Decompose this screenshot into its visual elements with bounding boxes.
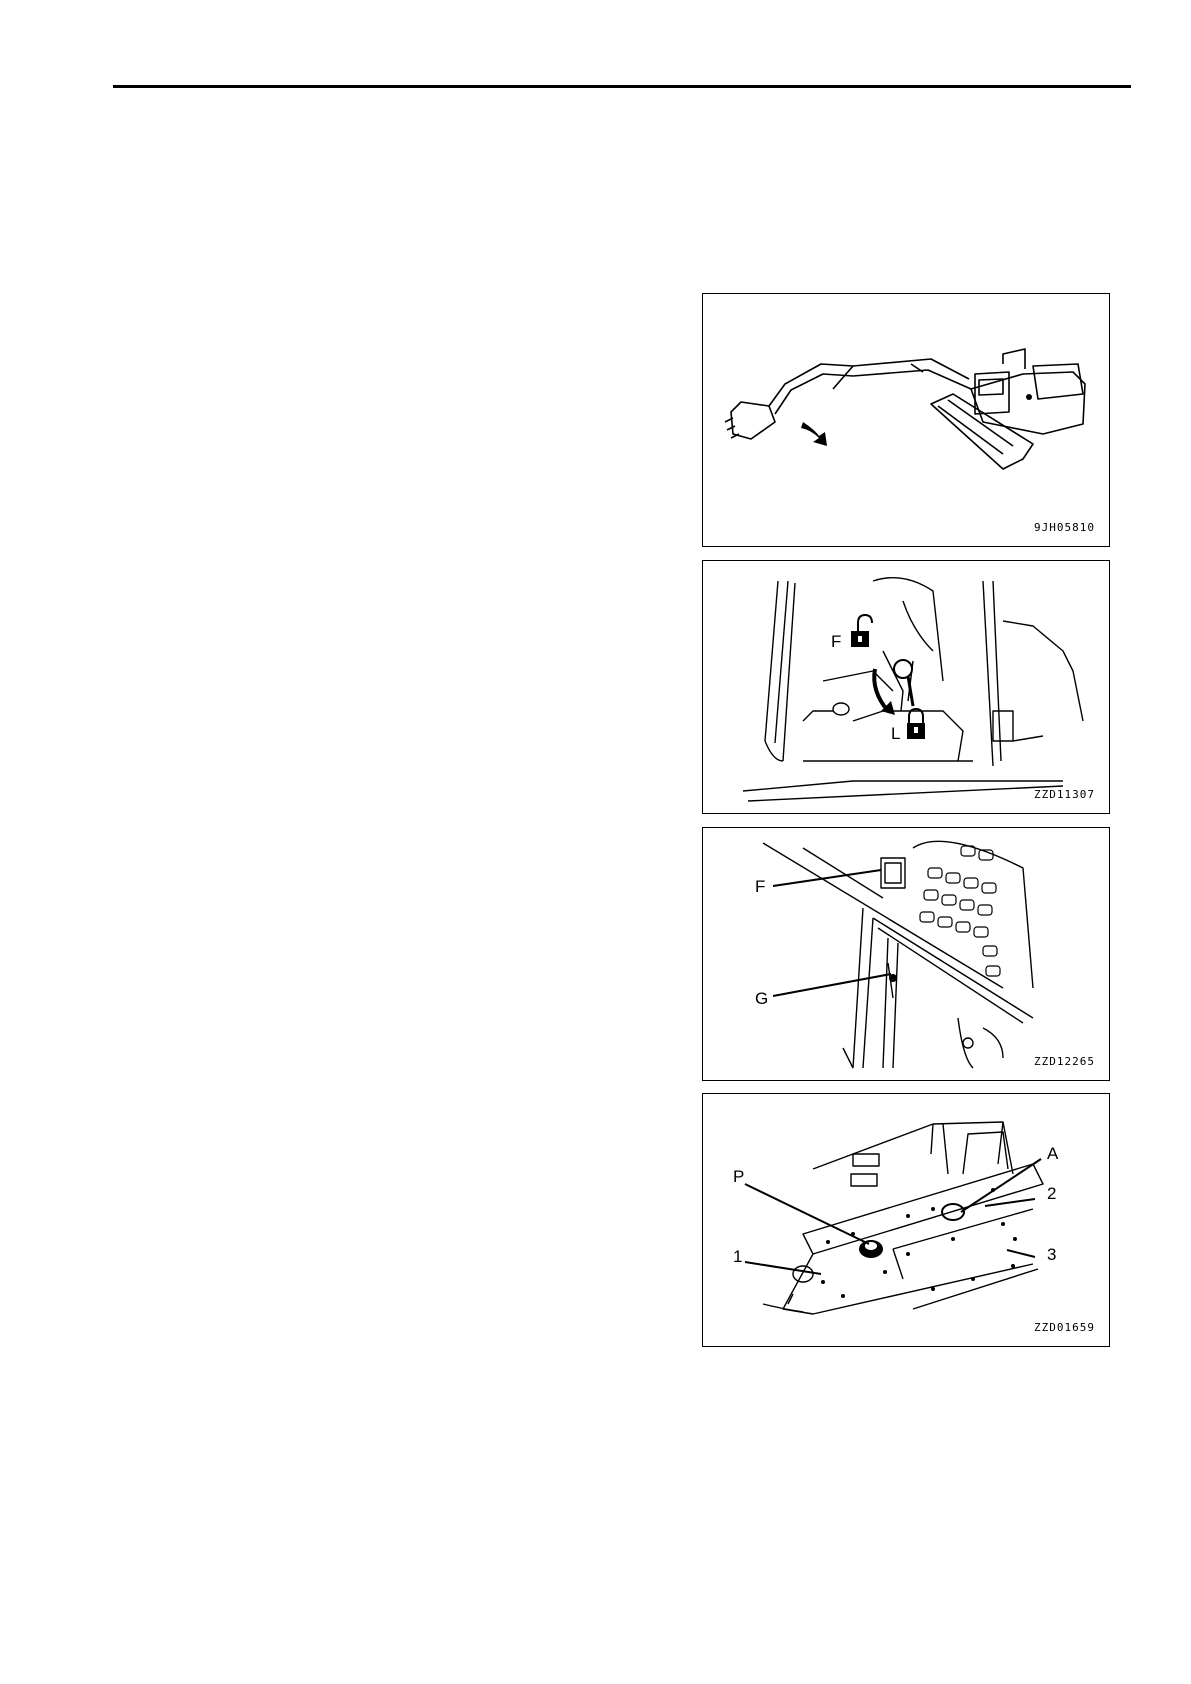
label-free: F xyxy=(831,632,841,651)
excavator-illustration xyxy=(703,294,1108,545)
cab-rear-illustration: F G xyxy=(703,828,1108,1079)
covers-illustration: P 1 A 2 3 xyxy=(703,1094,1108,1345)
locked-padlock-icon xyxy=(907,709,925,739)
header-rule xyxy=(113,85,1131,88)
label-a: A xyxy=(1047,1144,1059,1163)
figure-code: 9JH05810 xyxy=(1034,521,1095,534)
figure-lock-lever: F L ZZD11307 xyxy=(702,560,1110,814)
label-g: G xyxy=(755,989,768,1008)
label-1: 1 xyxy=(733,1247,742,1266)
figure-excavator: 9JH05810 xyxy=(702,293,1110,547)
figure-covers: P 1 A 2 3 ZZD01659 xyxy=(702,1093,1110,1347)
label-p: P xyxy=(733,1167,744,1186)
figure-code: ZZD11307 xyxy=(1034,788,1095,801)
lock-lever-illustration: F L xyxy=(703,561,1108,812)
figure-code: ZZD12265 xyxy=(1034,1055,1095,1068)
figure-code: ZZD01659 xyxy=(1034,1321,1095,1334)
unlocked-padlock-icon xyxy=(851,615,872,647)
figure-cab-rear: F G ZZD12265 xyxy=(702,827,1110,1081)
label-2: 2 xyxy=(1047,1184,1056,1203)
label-f: F xyxy=(755,877,765,896)
swing-arrow-icon xyxy=(801,422,827,446)
label-lock: L xyxy=(891,724,900,743)
label-3: 3 xyxy=(1047,1245,1056,1264)
